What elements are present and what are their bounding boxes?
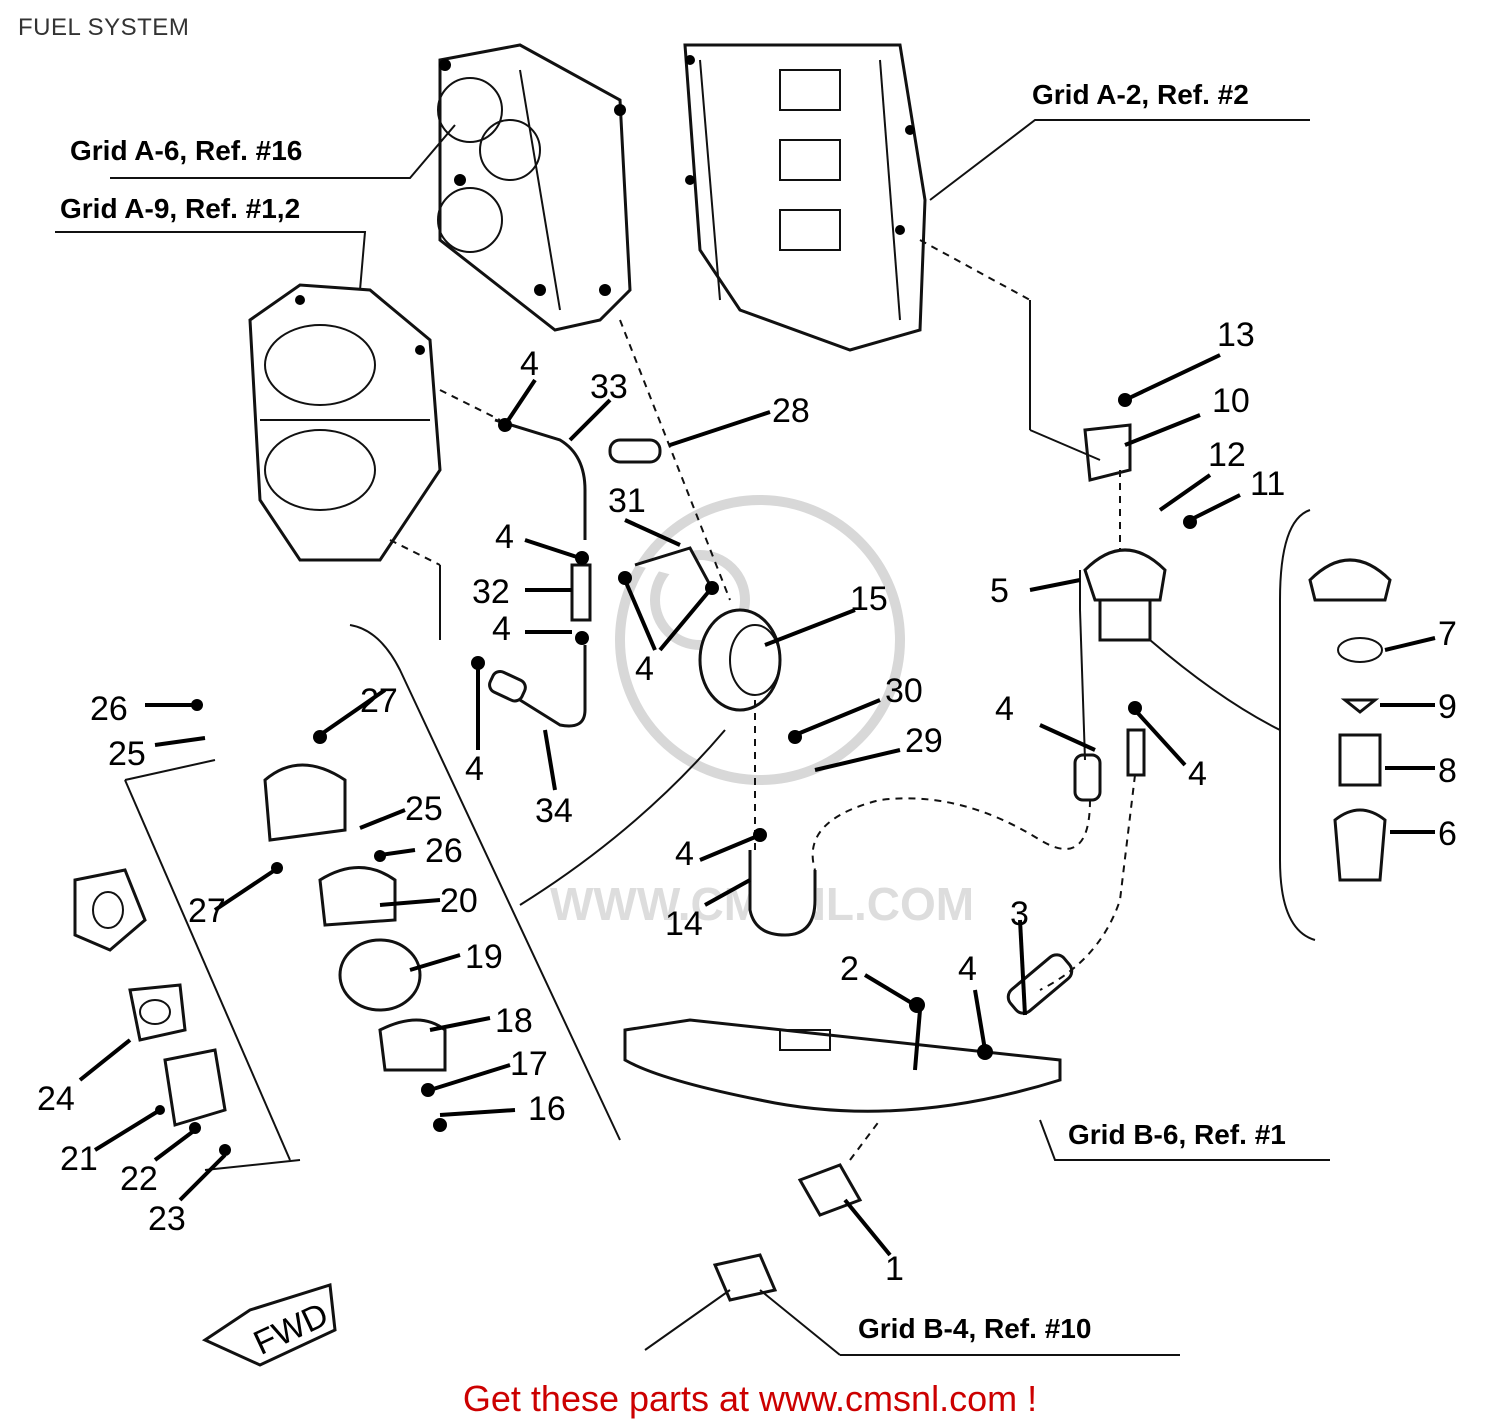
part-number-22: 22 (120, 1160, 158, 1198)
part-number-5: 5 (990, 572, 1009, 610)
footer-link-text[interactable]: Get these parts at www.cmsnl.com ! (462, 1378, 1038, 1419)
filter-exploded-drawing (1279, 509, 1392, 941)
part-number-15: 15 (850, 580, 888, 618)
part-number-1: 1 (885, 1250, 904, 1288)
part-number-27: 27 (188, 892, 226, 930)
part-number-4: 4 (995, 690, 1014, 728)
part-number-4: 4 (675, 835, 694, 873)
part-number-4: 4 (492, 610, 511, 648)
ref-a6-label: Grid A-6, Ref. #16 (70, 135, 302, 166)
part-number-18: 18 (495, 1002, 533, 1040)
part-number-2: 2 (840, 950, 859, 988)
ref-a2-label: Grid A-2, Ref. #2 (1032, 79, 1249, 110)
part-number-20: 20 (440, 882, 478, 920)
fuel-pump-drawing (608, 438, 782, 712)
part-leaders (78, 353, 1436, 1257)
part-number-4: 4 (465, 750, 484, 788)
bottom-cowling-drawing (623, 953, 1074, 1351)
part-number-16: 16 (528, 1090, 566, 1128)
crankcase-drawing (683, 43, 927, 352)
part-number-10: 10 (1212, 382, 1250, 420)
part-number-32: 32 (472, 573, 510, 611)
ref-b6-label: Grid B-6, Ref. #1 (1068, 1119, 1286, 1150)
part-number-3: 3 (1010, 895, 1029, 933)
part-number-4: 4 (958, 950, 977, 988)
part-number-33: 33 (590, 368, 628, 406)
part-number-34: 34 (535, 792, 573, 830)
part-number-26: 26 (425, 832, 463, 870)
part-number-6: 6 (1438, 815, 1457, 853)
reference-labels: Grid A-6, Ref. #16 Grid A-9, Ref. #1,2 G… (60, 79, 1286, 1344)
part-number-28: 28 (772, 392, 810, 430)
fuel-filter-drawing (1073, 423, 1167, 802)
ref-a9-label: Grid A-9, Ref. #1,2 (60, 193, 300, 224)
part-number-14: 14 (665, 905, 703, 943)
part-number-12: 12 (1208, 436, 1246, 474)
part-number-13: 13 (1217, 316, 1255, 354)
part-number-24: 24 (37, 1080, 75, 1118)
part-number-7: 7 (1438, 615, 1457, 653)
part-number-30: 30 (885, 672, 923, 710)
watermark: WWW.CMSNL.COM (550, 495, 974, 930)
part-number-9: 9 (1438, 688, 1457, 726)
part-number-26: 26 (90, 690, 128, 728)
part-number-29: 29 (905, 722, 943, 760)
part-number-8: 8 (1438, 752, 1457, 790)
part-number-31: 31 (608, 482, 646, 520)
part-number-25: 25 (108, 735, 146, 773)
pump-exploded-drawing (73, 624, 621, 1171)
part-number-27: 27 (360, 682, 398, 720)
carburetor-drawing (248, 283, 442, 562)
part-number-4: 4 (635, 650, 654, 688)
part-number-19: 19 (465, 938, 503, 976)
part-numbers: 1 2 3 4 4 4 4 4 4 4 4 4 5 6 7 8 9 10 11 … (37, 316, 1457, 1288)
part-number-23: 23 (148, 1200, 186, 1238)
part-number-25: 25 (405, 790, 443, 828)
part-number-11: 11 (1250, 465, 1285, 503)
page-title: FUEL SYSTEM (18, 14, 190, 41)
fuel-hoses (488, 418, 817, 937)
part-number-21: 21 (60, 1140, 98, 1178)
cylinder-head-drawing (437, 43, 632, 332)
reference-leaders (55, 119, 1330, 1356)
fwd-arrow: FWD (201, 1283, 337, 1367)
part-number-4: 4 (495, 518, 514, 556)
part-number-17: 17 (510, 1045, 548, 1083)
connection-lines (389, 239, 1281, 1161)
part-number-4: 4 (1188, 755, 1207, 793)
part-number-4: 4 (520, 345, 539, 383)
ref-b4-label: Grid B-4, Ref. #10 (858, 1313, 1091, 1344)
